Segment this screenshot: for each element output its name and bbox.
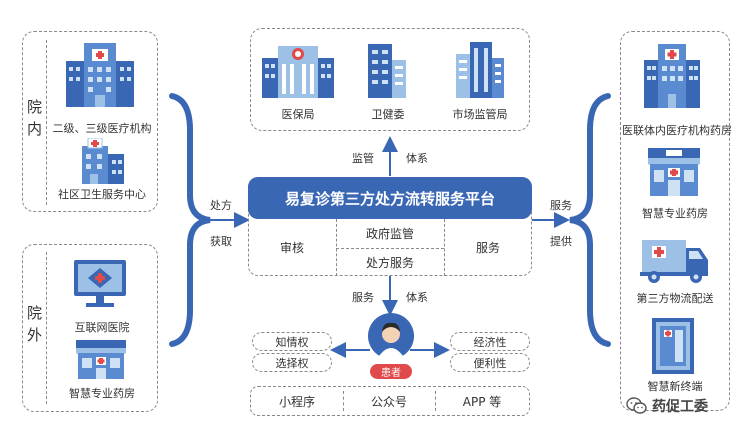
out-hospital-side-char-1: 院 — [27, 304, 43, 322]
platform-cell-review: 审核 — [279, 241, 304, 255]
smart-terminal-label: 智慧新终端 — [647, 380, 703, 393]
left-arrow-label-bottom: 获取 — [210, 235, 232, 248]
left-arrow-label-top: 处方 — [210, 199, 232, 212]
right-to-choose-pill: 选择权 — [252, 353, 332, 372]
platform-cell-service: 服务 — [475, 241, 500, 255]
official-account-channel: 公众号 — [370, 394, 407, 409]
medical-insurance-bureau-label: 医保局 — [281, 108, 315, 121]
top-arrow-label-left: 监管 — [352, 152, 374, 165]
access-channels-bar: 小程序 公众号 APP 等 — [250, 386, 530, 416]
health-commission-label: 卫健委 — [371, 108, 405, 121]
internet-hospital-label: 互联网医院 — [74, 321, 130, 334]
in-hospital-side-char-2: 内 — [27, 120, 43, 138]
hospital-building-icon — [642, 40, 702, 110]
pharmacy-store-icon — [646, 148, 702, 198]
out-hospital-divider — [46, 252, 47, 404]
platform-title-bar: 易复诊第三方处方流转服务平台 — [248, 177, 532, 219]
smart-pharmacy-right-label: 智慧专业药房 — [642, 207, 708, 220]
patient-badge-label: 患者 — [381, 368, 401, 379]
out-hospital-group — [22, 244, 158, 412]
secondary-tertiary-hospital-label: 二级、三级医疗机构 — [52, 122, 152, 135]
hospital-building-icon — [62, 39, 138, 111]
platform-cell-prescription-service: 处方服务 — [365, 255, 414, 270]
community-health-center-label: 社区卫生服务中心 — [58, 188, 146, 201]
bottom-arrow-label-left: 服务 — [352, 291, 374, 304]
wechat-logo-icon — [626, 397, 648, 415]
service-providers-group — [620, 31, 730, 411]
government-building-icon — [260, 40, 336, 100]
third-party-logistics-label: 第三方物流配送 — [636, 292, 714, 305]
mini-program-channel: 小程序 — [278, 394, 315, 409]
platform-divider-v1 — [336, 219, 337, 276]
in-hospital-divider — [46, 40, 47, 205]
platform-title: 易复诊第三方处方流转服务平台 — [284, 189, 495, 208]
economy-pill: 经济性 — [450, 332, 530, 351]
wechat-watermark: 药促工委 — [626, 396, 708, 416]
channel-divider-1 — [343, 391, 344, 411]
pharmacy-store-icon — [74, 340, 128, 380]
bottom-arrow-label-right: 体系 — [406, 291, 428, 304]
watermark-text: 药促工委 — [652, 399, 708, 415]
right-curly-brace — [569, 93, 611, 347]
top-arrow-label-right: 体系 — [406, 152, 428, 165]
smart-terminal-icon — [650, 318, 696, 374]
convenience-pill: 便利性 — [450, 353, 530, 372]
delivery-truck-icon — [640, 236, 710, 284]
left-curly-brace — [169, 93, 211, 347]
channel-divider-2 — [435, 391, 436, 411]
platform-cell-gov-supervision: 政府监管 — [365, 227, 414, 241]
alliance-hospital-pharmacy-label: 医联体内医疗机构药房 — [622, 124, 732, 137]
office-tower-icon — [362, 40, 410, 100]
right-arrow-label-top: 服务 — [550, 199, 572, 212]
internet-hospital-monitor-icon — [72, 258, 128, 310]
out-hospital-side-char-2: 外 — [27, 326, 43, 344]
platform-divider-v2 — [444, 219, 445, 276]
smart-pharmacy-left-label: 智慧专业药房 — [69, 387, 135, 400]
office-block-icon — [452, 40, 508, 100]
in-hospital-group — [22, 31, 158, 212]
right-to-know-pill: 知情权 — [252, 332, 332, 351]
platform-divider-h — [336, 248, 444, 249]
market-supervision-label: 市场监管局 — [452, 108, 508, 121]
in-hospital-side-char-1: 院 — [27, 98, 43, 116]
regulators-group — [250, 28, 530, 131]
community-health-center-icon — [78, 138, 128, 186]
patient-avatar-icon — [367, 312, 415, 372]
app-channel: APP 等 — [462, 394, 502, 409]
patient-badge: 患者 — [370, 364, 412, 379]
right-arrow-label-bottom: 提供 — [550, 235, 572, 248]
